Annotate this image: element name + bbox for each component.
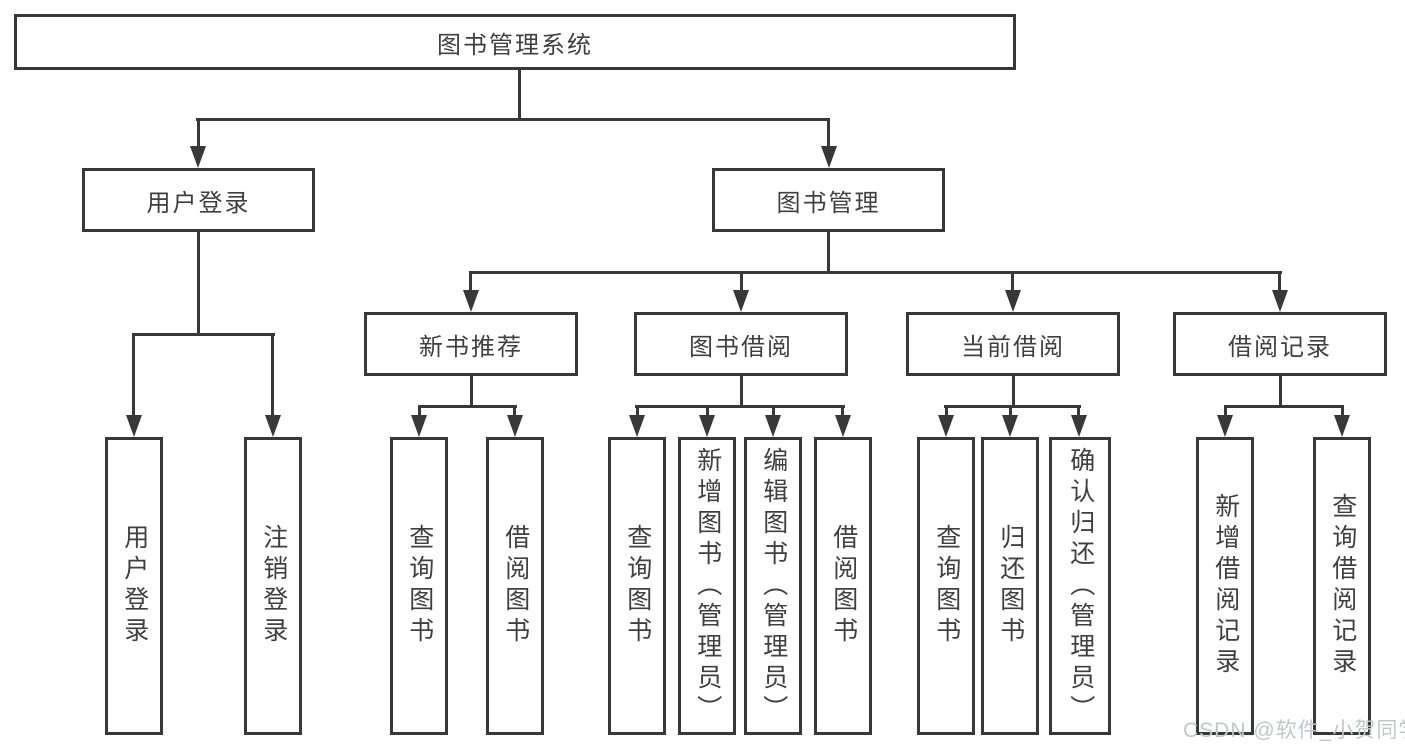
leaf-return-books-label: 归还图书 (996, 524, 1025, 648)
arrow-down-icon (938, 415, 954, 437)
connector-stem (706, 405, 709, 417)
leaf-query-books-recommend: 查询图书 (390, 437, 448, 735)
leaf-user-login: 用户登录 (105, 437, 163, 735)
connector-stem (1009, 405, 1012, 417)
connector-root-vertical (518, 68, 521, 120)
connector-drop-book-management (827, 118, 830, 148)
leaf-query-books-borrowing-label: 查询图书 (623, 524, 652, 648)
leaf-query-books-current: 查询图书 (917, 437, 975, 735)
arrow-down-icon (835, 415, 851, 437)
connector-drop-user-login (197, 118, 200, 148)
leaf-confirm-return-admin-label: 确认归还（管理员） (1066, 446, 1095, 726)
arrow-down-icon (821, 146, 837, 168)
node-borrowing-records-label: 借阅记录 (1228, 333, 1332, 361)
leaf-confirm-return-admin: 确认归还（管理员） (1049, 437, 1111, 735)
node-new-book-recommend-label: 新书推荐 (419, 333, 523, 361)
leaf-add-books-admin-label: 新增图书（管理员） (693, 446, 722, 726)
connector-stem (1077, 405, 1080, 417)
connector-drop-leaf-logout (271, 333, 274, 417)
connector-user-login-bar (132, 333, 275, 336)
node-new-book-recommend: 新书推荐 (364, 312, 578, 376)
connector-drop-book-borrowing (740, 271, 743, 292)
arrow-down-icon (126, 415, 142, 437)
connector-stem (1341, 405, 1344, 417)
arrow-down-icon (1334, 415, 1350, 437)
arrow-down-icon (1217, 415, 1233, 437)
leaf-return-books: 归还图书 (981, 437, 1039, 735)
leaf-borrow-books-recommend: 借阅图书 (486, 437, 544, 735)
leaf-logout-label: 注销登录 (259, 524, 288, 648)
node-borrowing-records: 借阅记录 (1173, 312, 1387, 376)
leaf-add-borrow-record-label: 新增借阅记录 (1211, 493, 1240, 679)
connector-stem (1224, 405, 1227, 417)
node-root: 图书管理系统 (14, 14, 1016, 70)
arrow-down-icon (1002, 415, 1018, 437)
connector-current-borrowing-bar (944, 405, 1081, 408)
node-root-label: 图书管理系统 (437, 31, 593, 59)
connector-new-book-recommend-vertical (470, 376, 473, 407)
connector-new-book-recommend-bar (418, 405, 517, 408)
leaf-edit-books-admin: 编辑图书（管理员） (744, 437, 802, 735)
node-book-management: 图书管理 (712, 168, 945, 232)
arrow-down-icon (733, 290, 749, 312)
arrow-down-icon (765, 415, 781, 437)
connector-borrowing-records-bar (1224, 405, 1344, 408)
arrow-down-icon (463, 290, 479, 312)
leaf-add-books-admin: 新增图书（管理员） (678, 437, 736, 735)
connector-stem (513, 405, 516, 417)
leaf-borrow-books-borrowing: 借阅图书 (814, 437, 872, 735)
leaf-user-login-label: 用户登录 (120, 524, 149, 648)
arrow-down-icon (1272, 290, 1288, 312)
leaf-borrow-books-borrowing-label: 借阅图书 (829, 524, 858, 648)
leaf-edit-books-admin-label: 编辑图书（管理员） (759, 446, 788, 726)
leaf-logout: 注销登录 (244, 437, 302, 735)
connector-book-borrowing-vertical (740, 376, 743, 407)
connector-stem (945, 405, 948, 417)
connector-borrowing-records-vertical (1279, 376, 1282, 407)
watermark: CSDN @软件_小贺同学 (1183, 719, 1405, 742)
connector-stem (636, 405, 639, 417)
node-user-login-label: 用户登录 (146, 189, 251, 217)
connector-user-login-vertical (197, 230, 200, 335)
connector-level2-bar (196, 118, 830, 121)
leaf-add-borrow-record: 新增借阅记录 (1196, 437, 1254, 735)
leaf-borrow-books-recommend-label: 借阅图书 (501, 524, 530, 648)
arrow-down-icon (411, 415, 427, 437)
arrow-down-icon (507, 415, 523, 437)
arrow-down-icon (190, 146, 206, 168)
connector-book-management-vertical (827, 232, 830, 274)
connector-book-borrowing-bar (635, 405, 845, 408)
leaf-query-borrow-record-label: 查询借阅记录 (1328, 493, 1357, 679)
node-current-borrowing-label: 当前借阅 (961, 333, 1065, 361)
connector-stem (772, 405, 775, 417)
arrow-down-icon (1071, 415, 1087, 437)
connector-drop-current-borrowing (1011, 271, 1014, 292)
node-current-borrowing: 当前借阅 (906, 312, 1120, 376)
connector-stem (841, 405, 844, 417)
node-user-login: 用户登录 (82, 168, 315, 232)
arrow-down-icon (1005, 290, 1021, 312)
connector-stem (418, 405, 421, 417)
node-book-borrowing: 图书借阅 (634, 312, 848, 376)
connector-drop-borrowing-records (1278, 271, 1281, 292)
leaf-query-books-current-label: 查询图书 (932, 524, 961, 648)
leaf-query-books-borrowing: 查询图书 (608, 437, 666, 735)
arrow-down-icon (265, 415, 281, 437)
node-book-management-label: 图书管理 (776, 189, 881, 217)
leaf-query-books-recommend-label: 查询图书 (405, 524, 434, 648)
leaf-query-borrow-record: 查询借阅记录 (1313, 437, 1371, 735)
connector-current-borrowing-vertical (1012, 376, 1015, 407)
connector-level3-bar (469, 271, 1282, 274)
arrow-down-icon (699, 415, 715, 437)
connector-drop-new-book-recommend (469, 271, 472, 292)
connector-drop-leaf-user-login (132, 333, 135, 417)
node-book-borrowing-label: 图书借阅 (689, 333, 793, 361)
arrow-down-icon (629, 415, 645, 437)
